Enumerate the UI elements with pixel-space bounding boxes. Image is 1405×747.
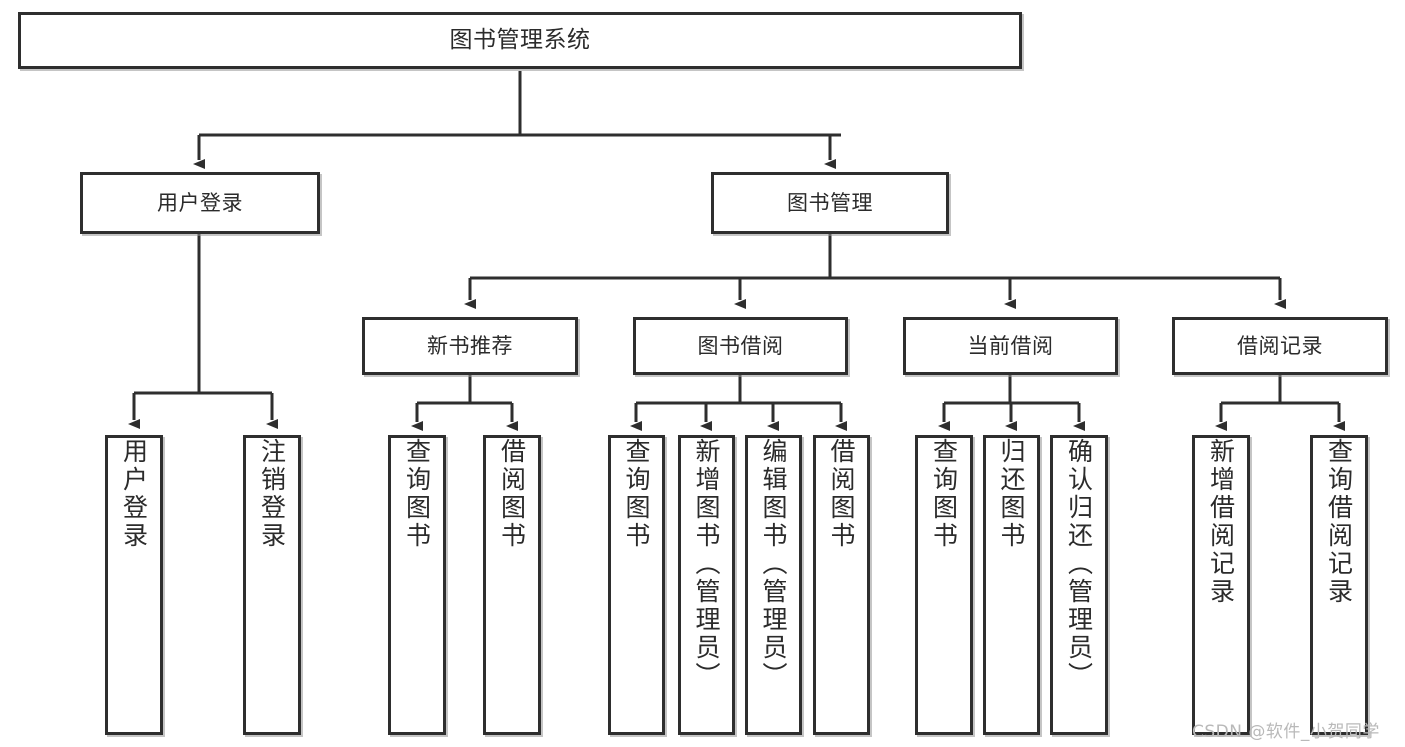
node-label: 新增借阅记录 xyxy=(1206,438,1236,606)
node-label: 新书推荐 xyxy=(427,333,513,358)
node-label: 确认归还（管理员） xyxy=(1064,438,1094,690)
node-book-borrow[interactable]: 图书借阅 xyxy=(633,317,848,375)
node-label: 查询图书 xyxy=(622,438,651,550)
node-label: 归还图书 xyxy=(997,438,1026,550)
leaf-current-confirm-return-admin[interactable]: 确认归还（管理员） xyxy=(1050,435,1108,735)
node-book-management[interactable]: 图书管理 xyxy=(711,172,949,234)
leaf-borrow-query-book[interactable]: 查询图书 xyxy=(608,435,665,735)
leaf-record-query-record[interactable]: 查询借阅记录 xyxy=(1310,435,1368,735)
node-label: 借阅记录 xyxy=(1237,333,1323,358)
node-current-borrow[interactable]: 当前借阅 xyxy=(903,317,1118,375)
leaf-borrow-add-book-admin[interactable]: 新增图书（管理员） xyxy=(678,435,735,735)
node-new-book-recommend[interactable]: 新书推荐 xyxy=(362,317,578,375)
node-label: 借阅图书 xyxy=(827,438,856,550)
node-label: 查询图书 xyxy=(402,438,432,550)
leaf-record-add-record[interactable]: 新增借阅记录 xyxy=(1192,435,1250,735)
node-label: 当前借阅 xyxy=(967,333,1054,358)
node-user-login[interactable]: 用户登录 xyxy=(80,172,320,234)
leaf-borrow-edit-book-admin[interactable]: 编辑图书（管理员） xyxy=(745,435,802,735)
node-label: 图书借阅 xyxy=(697,333,784,358)
leaf-borrow-borrow-book[interactable]: 借阅图书 xyxy=(813,435,870,735)
leaf-recommend-query-book[interactable]: 查询图书 xyxy=(388,435,446,735)
node-label: 图书管理 xyxy=(787,190,873,215)
leaf-user-login-logout[interactable]: 注销登录 xyxy=(243,435,301,735)
leaf-current-query-book[interactable]: 查询图书 xyxy=(915,435,973,735)
node-root-system[interactable]: 图书管理系统 xyxy=(18,12,1022,69)
node-label: 编辑图书（管理员） xyxy=(759,438,788,690)
node-label: 用户登录 xyxy=(157,190,243,215)
node-label: 查询图书 xyxy=(929,438,959,550)
leaf-recommend-borrow-book[interactable]: 借阅图书 xyxy=(483,435,541,735)
leaf-current-return-book[interactable]: 归还图书 xyxy=(983,435,1040,735)
node-label: 查询借阅记录 xyxy=(1324,438,1354,606)
node-label: 图书管理系统 xyxy=(449,26,591,53)
node-label: 借阅图书 xyxy=(497,438,527,550)
node-borrow-record[interactable]: 借阅记录 xyxy=(1172,317,1388,375)
csdn-watermark: CSDN @软件_小贺同学 xyxy=(1192,722,1380,742)
node-label: 新增图书（管理员） xyxy=(692,438,721,690)
node-label: 注销登录 xyxy=(257,438,287,550)
leaf-user-login-login[interactable]: 用户登录 xyxy=(105,435,163,735)
node-label: 用户登录 xyxy=(119,438,149,550)
